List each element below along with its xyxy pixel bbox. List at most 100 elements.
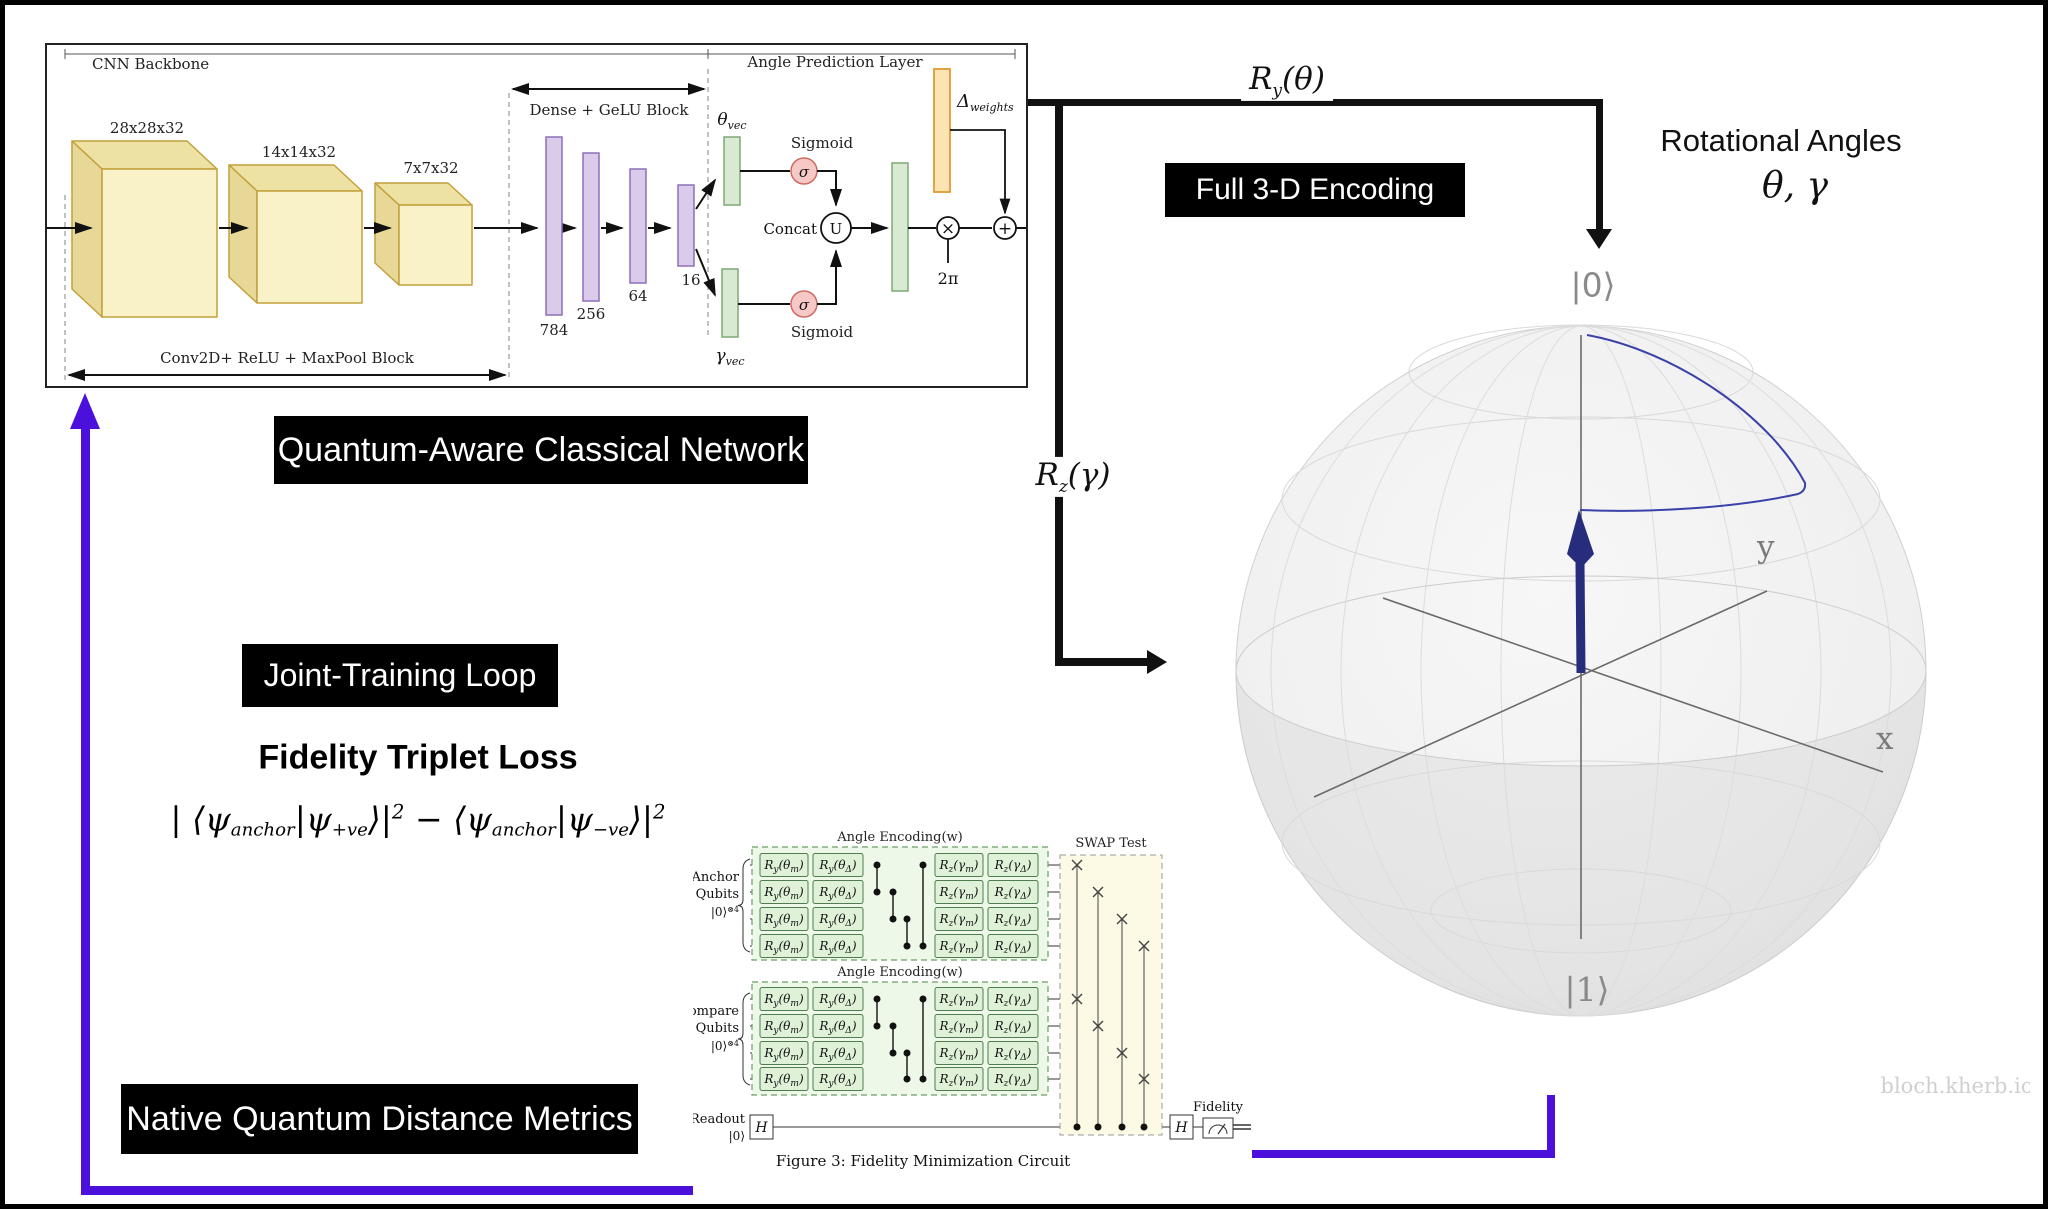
gate-label: Ry(θΔ) [818, 939, 857, 956]
compare-label-2: Qubits [696, 1021, 739, 1036]
theta-vec-bar [723, 136, 741, 206]
gate-label: Ry(θm) [763, 939, 804, 956]
formula-part: ⟩| [629, 799, 654, 839]
gate-box [812, 934, 864, 958]
gate-box [987, 934, 1039, 958]
gate-label: Ry(θm) [763, 1019, 804, 1036]
conv-block-2 [228, 164, 363, 304]
gate-box [934, 853, 984, 877]
gate-box [812, 1014, 864, 1038]
formula-part: −ve [592, 819, 630, 841]
cnn-backbone-label: CNN Backbone [92, 55, 209, 73]
compare-encoding-title: Angle Encoding(w) [836, 965, 962, 980]
conv-block-3-label: 7x7x32 [403, 159, 458, 177]
formula-part: − ⟨ψ [404, 799, 492, 839]
sigmoid-top-label: Sigmoid [791, 134, 854, 152]
ry-down-line [1596, 99, 1603, 231]
gate-label: Ry(θm) [763, 912, 804, 929]
gate-label: Rz(γΔ) [994, 1019, 1032, 1036]
conv-caption: Conv2D+ ReLU + MaxPool Block [160, 349, 415, 367]
chain-arrows [47, 178, 717, 297]
sigmoid-top: σ Sigmoid [740, 134, 854, 207]
gate-box [934, 1041, 984, 1065]
svg-text:×: × [941, 219, 955, 239]
gate-label: Rz(γΔ) [994, 1046, 1032, 1063]
gate-box [759, 853, 809, 877]
ry-theta-label: Ry(θ) [1241, 60, 1333, 102]
anchor-encoding-title: Angle Encoding(w) [836, 830, 962, 845]
swap-test-box [1059, 854, 1163, 1136]
gate-box [812, 1067, 864, 1091]
bloch-sphere: y x |1⟩ bloch.kherb.io [1235, 324, 2030, 1098]
formula-part: |ψ [294, 799, 332, 839]
anchor-label-2: Qubits [696, 887, 739, 902]
gate-label: Rz(γm) [939, 1019, 979, 1036]
gate-label: Rz(γΔ) [994, 939, 1032, 956]
rz-gamma-label: Rz(γ) [1027, 456, 1119, 498]
svg-text:|0⟩: |0⟩ [729, 1129, 745, 1143]
readout-label: Readout [693, 1112, 746, 1127]
svg-text:σ: σ [799, 296, 810, 314]
gate-label: Ry(θm) [763, 1046, 804, 1063]
gate-box [759, 907, 809, 931]
ket0-label: |0⟩ [1570, 265, 1616, 305]
gate-label: Ry(θm) [763, 992, 804, 1009]
gate-box [934, 1067, 984, 1091]
compare-label-1: Compare [693, 1004, 739, 1019]
dense-bars [545, 136, 695, 316]
gate-box [759, 1041, 809, 1065]
formula-part: +ve [331, 819, 368, 841]
conv-block-1 [71, 140, 218, 318]
dense-bar-784-label: 784 [540, 321, 569, 339]
gate-box [987, 907, 1039, 931]
output-vector-bar [891, 162, 909, 292]
gate-label: Rz(γΔ) [994, 858, 1032, 875]
formula-part: ⟩| [367, 799, 392, 839]
banner-quantum-aware-network: Quantum-Aware Classical Network [274, 416, 808, 484]
theta-vec-label: θvec [717, 110, 746, 132]
gate-box [812, 880, 864, 904]
gate-box [987, 987, 1039, 1011]
ket1-label: |1⟩ [1565, 970, 1610, 1009]
gate-box [987, 1014, 1039, 1038]
state-trajectory [1579, 334, 1807, 512]
conv-block-2-label: 14x14x32 [262, 143, 336, 161]
gate-box [759, 1067, 809, 1091]
rz-flow-line [1055, 99, 1063, 665]
gate-label: Ry(θΔ) [818, 885, 857, 902]
gamma-vec-bar [721, 268, 739, 338]
top-bracket [64, 49, 1016, 59]
anchor-label-1: Anchor [693, 870, 740, 885]
rotational-angles-label: Rotational Angles [1660, 123, 1902, 158]
gate-label: Rz(γm) [939, 992, 979, 1009]
loop-left-horizontal [81, 1186, 693, 1195]
svg-text:U: U [830, 220, 843, 238]
gate-box [759, 1014, 809, 1038]
conv-block-3 [374, 182, 473, 286]
gate-box [759, 880, 809, 904]
gate-label: Rz(γΔ) [994, 1072, 1032, 1089]
angle-prediction-layer-label: Angle Prediction Layer [746, 53, 923, 71]
gate-label: Ry(θΔ) [818, 858, 857, 875]
loop-right-vertical [1547, 1095, 1555, 1158]
bloch-watermark: bloch.kherb.io [1881, 1074, 2030, 1098]
rz-elbow-line [1055, 658, 1147, 666]
gate-box [987, 1041, 1039, 1065]
ry-down-arrowhead [1586, 229, 1612, 249]
delta-weights-bar [933, 68, 951, 193]
ry-flow-line [1028, 99, 1603, 106]
gate-box [812, 1041, 864, 1065]
gate-label: Ry(θΔ) [818, 1019, 857, 1036]
gate-label: Rz(γm) [939, 912, 979, 929]
gate-box [934, 880, 984, 904]
two-pi-label: 2π [938, 269, 959, 288]
gate-box [987, 1067, 1039, 1091]
gate-label: Rz(γΔ) [994, 912, 1032, 929]
dense-bar-16-label: 16 [681, 271, 700, 289]
delta-weights-wire [950, 129, 1011, 215]
gate-label: Ry(θΔ) [818, 992, 857, 1009]
gate-label: Ry(θΔ) [818, 912, 857, 929]
banner-full-3d-encoding: Full 3-D Encoding [1165, 163, 1465, 217]
swap-test-title: SWAP Test [1075, 836, 1147, 851]
